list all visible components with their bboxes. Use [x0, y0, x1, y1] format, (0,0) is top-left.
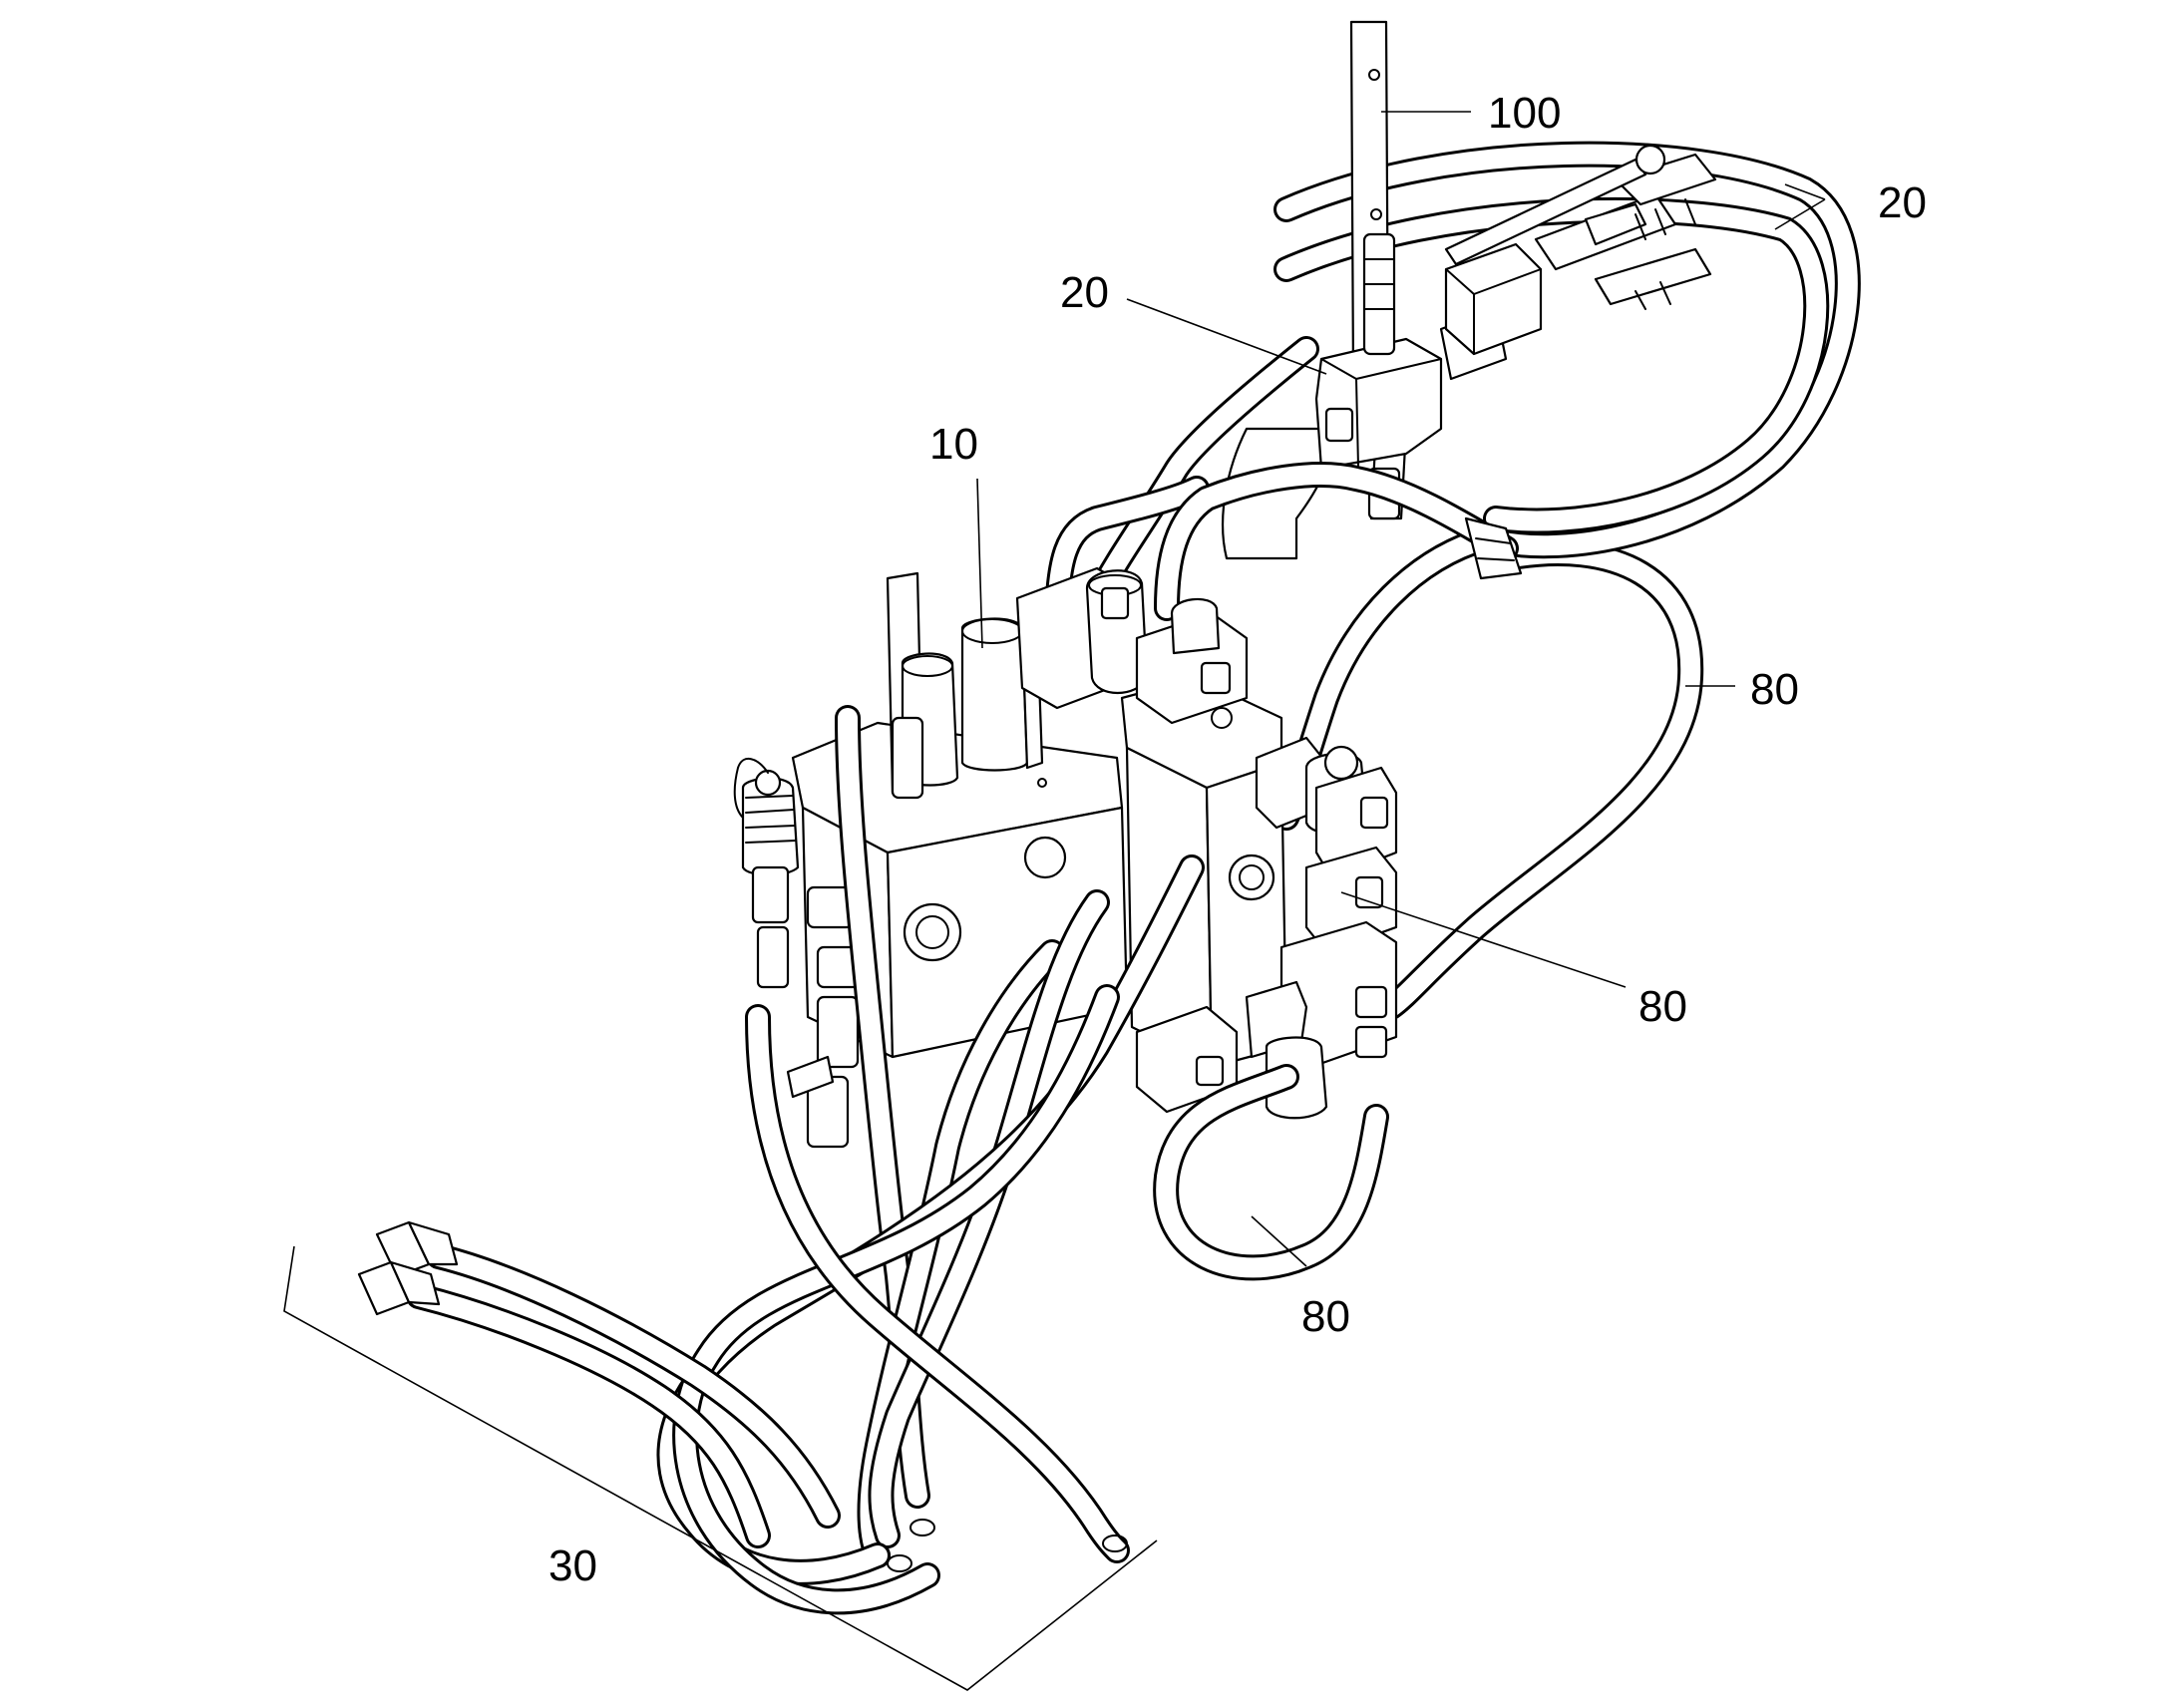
hose-loop-top-right-20 — [1286, 155, 1848, 546]
leader-lines — [284, 112, 1825, 1690]
callout-20-top: 20 — [1060, 268, 1109, 317]
leader-20-right-a — [1785, 184, 1825, 199]
left-side-fittings — [735, 759, 863, 1147]
bracket-30 — [284, 1246, 1157, 1690]
hose-loop-right-80 — [1391, 553, 1690, 1007]
callout-30: 30 — [548, 1541, 597, 1590]
main-valve-cartridges — [888, 573, 1042, 798]
top-valve-block — [1316, 234, 1506, 518]
leader-80-lower — [1252, 1216, 1306, 1266]
hose-bundle-bottom — [419, 718, 1376, 1601]
callout-80-lower: 80 — [1301, 1292, 1350, 1341]
callout-80-mid: 80 — [1638, 982, 1687, 1031]
callout-100: 100 — [1488, 89, 1561, 138]
leader-80-mid — [1341, 892, 1626, 987]
lower-valve-section — [1137, 922, 1396, 1118]
leader-20-right-b — [1775, 199, 1825, 229]
leader-20-left — [1127, 299, 1326, 374]
top-hose-fittings-20 — [1446, 146, 1715, 309]
callout-20-right: 20 — [1878, 178, 1927, 227]
top-valve-solenoid — [1446, 244, 1541, 354]
callout-10: 10 — [929, 420, 978, 469]
hose-end-fittings-left — [359, 1222, 1127, 1571]
callout-labels: 100 20 20 10 80 80 80 30 — [548, 89, 1927, 1590]
hoses-upper-center — [1057, 475, 1521, 628]
main-valve-top-solenoids — [1017, 568, 1247, 723]
callout-80-upper: 80 — [1750, 665, 1799, 714]
leader-10 — [977, 479, 982, 648]
